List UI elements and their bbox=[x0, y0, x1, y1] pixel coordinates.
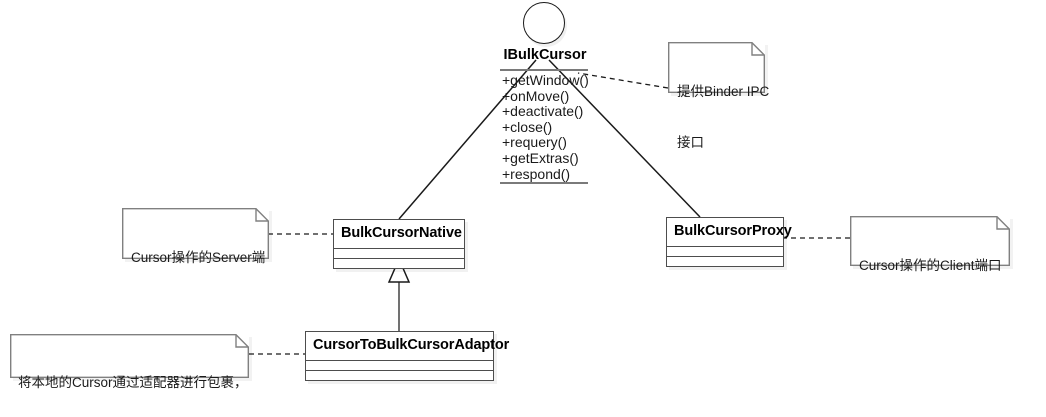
operation-item: +close() bbox=[502, 118, 553, 135]
note-line: 接口 bbox=[677, 135, 704, 150]
note-cursor-adaptor[interactable]: 将本地的Cursor通过适配器进行包裹， 再传回给query的调用方。 bbox=[10, 334, 249, 390]
note-folded-corner-shape bbox=[10, 334, 249, 378]
note-cursor-server[interactable]: Cursor操作的Server端 bbox=[122, 208, 269, 265]
edge-note-binder-anchor bbox=[577, 72, 669, 89]
note-folded-corner-shape bbox=[850, 216, 1010, 266]
interface-operations-separator bbox=[500, 182, 588, 184]
operation-item: +getExtras() bbox=[502, 149, 579, 166]
note-text: Cursor操作的Client端口 bbox=[850, 216, 1010, 314]
operation-item: +respond() bbox=[502, 165, 571, 182]
note-line: 将本地的Cursor通过适配器进行包裹， bbox=[18, 375, 248, 390]
note-text: Cursor操作的Server端 bbox=[122, 208, 269, 306]
attributes-compartment bbox=[334, 249, 464, 258]
interface-name-label: IBulkCursor bbox=[503, 47, 587, 63]
class-separator bbox=[334, 247, 464, 249]
operations-compartment bbox=[334, 259, 464, 268]
attributes-compartment bbox=[667, 247, 783, 256]
operations-compartment bbox=[306, 371, 493, 380]
class-box-bulkcursornative[interactable]: BulkCursorNative bbox=[333, 219, 465, 269]
operation-item: +requery() bbox=[502, 134, 567, 151]
class-separator bbox=[667, 245, 783, 247]
interface-name-separator bbox=[500, 69, 588, 71]
operation-item: +getWindow() bbox=[502, 72, 589, 88]
class-separator bbox=[306, 359, 493, 361]
attributes-compartment bbox=[306, 361, 493, 370]
class-box-cursortobulkcursoradaptor[interactable]: CursorToBulkCursorAdaptor bbox=[305, 331, 510, 381]
note-line: Cursor操作的Server端 bbox=[131, 250, 266, 265]
operations-compartment bbox=[667, 257, 783, 266]
interface-ibulkcursor[interactable]: IBulkCursor +getWindow() +onMove() +deac… bbox=[500, 0, 590, 190]
class-name-label: BulkCursorNative bbox=[341, 225, 462, 241]
interface-operations-list: +getWindow() +onMove() +deactivate() +cl… bbox=[502, 72, 589, 182]
note-line: Cursor操作的Client端口 bbox=[859, 258, 1002, 273]
class-name-label: BulkCursorProxy bbox=[674, 223, 792, 239]
class-separator bbox=[667, 255, 783, 257]
note-line: 提供Binder IPC bbox=[677, 84, 770, 99]
class-separator bbox=[334, 257, 464, 259]
note-folded-corner-shape bbox=[122, 208, 269, 259]
operation-item: +onMove() bbox=[502, 87, 570, 104]
class-box-bulkcursorproxy[interactable]: BulkCursorProxy bbox=[666, 217, 792, 267]
interface-ball-icon bbox=[523, 2, 565, 44]
class-name-label: CursorToBulkCursorAdaptor bbox=[313, 337, 510, 353]
note-folded-corner-shape bbox=[668, 42, 765, 93]
note-text: 将本地的Cursor通过适配器进行包裹， 再传回给query的调用方。 bbox=[10, 334, 249, 417]
note-binder-ipc[interactable]: 提供Binder IPC 接口 bbox=[668, 42, 769, 150]
note-text: 提供Binder IPC 接口 bbox=[668, 42, 770, 191]
operation-item: +deactivate() bbox=[502, 103, 584, 120]
note-cursor-client[interactable]: Cursor操作的Client端口 bbox=[850, 216, 1010, 273]
class-separator bbox=[306, 369, 493, 371]
